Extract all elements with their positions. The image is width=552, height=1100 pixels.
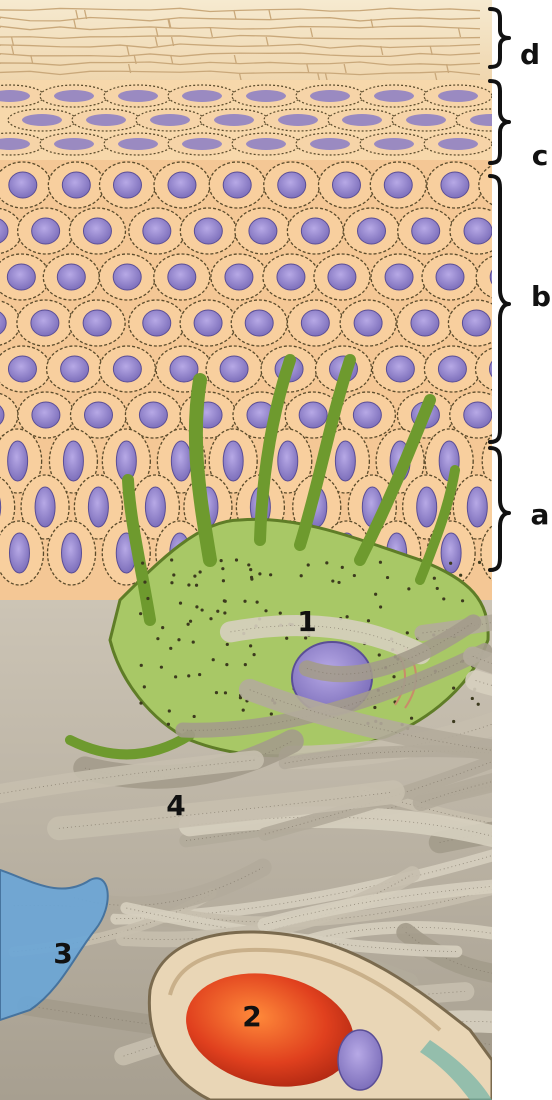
granular-cells bbox=[0, 85, 524, 155]
label-structure-1: 1 bbox=[297, 605, 316, 638]
label-layer-b: b bbox=[531, 280, 551, 313]
bracket-b bbox=[490, 176, 509, 442]
bracket-c bbox=[490, 81, 509, 163]
label-layer-a: a bbox=[531, 498, 550, 531]
stratum-corneum bbox=[0, 0, 492, 82]
label-structure-4: 4 bbox=[166, 789, 185, 822]
bracket-a bbox=[490, 448, 509, 570]
layer-brackets bbox=[490, 9, 509, 570]
label-layer-d: d bbox=[520, 38, 540, 71]
bracket-d bbox=[490, 9, 509, 67]
label-layer-c: c bbox=[532, 139, 549, 172]
label-structure-3: 3 bbox=[53, 937, 72, 970]
label-structure-2: 2 bbox=[242, 1000, 261, 1033]
endothelial-nucleus bbox=[338, 1030, 382, 1090]
